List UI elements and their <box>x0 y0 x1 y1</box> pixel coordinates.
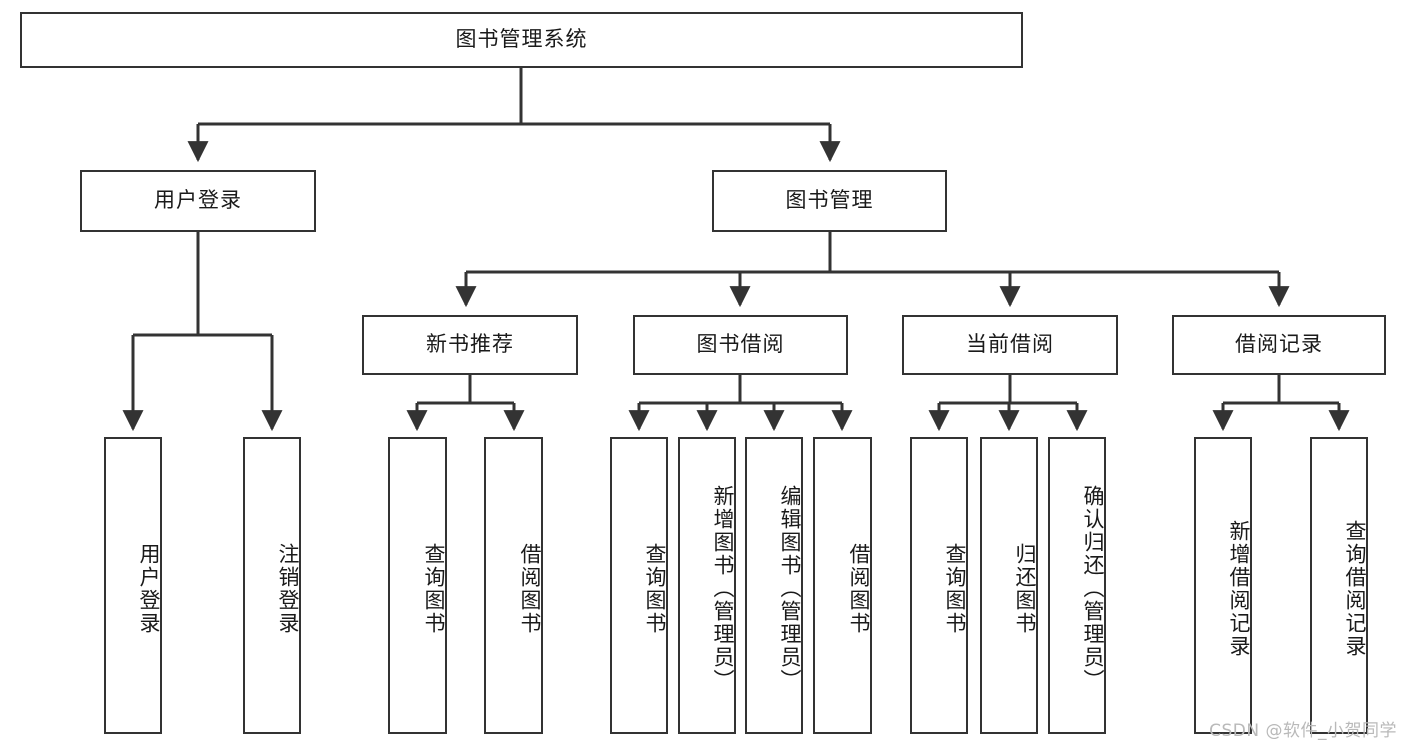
leaf-add-borrow-record[interactable]: 新增借阅记录 <box>1194 437 1252 734</box>
node-current-borrow-label: 当前借阅 <box>966 332 1054 357</box>
leaf-add-book-admin[interactable]: 新增图书（管理员） <box>678 437 736 734</box>
leaf-add-book-admin-label: 新增图书（管理员） <box>711 485 735 692</box>
node-current-borrow[interactable]: 当前借阅 <box>902 315 1118 375</box>
leaf-add-borrow-record-label: 新增借阅记录 <box>1227 519 1251 658</box>
leaf-user-login-label: 用户登录 <box>137 542 161 635</box>
node-borrow-records-label: 借阅记录 <box>1235 332 1323 357</box>
leaf-confirm-return-admin[interactable]: 确认归还（管理员） <box>1048 437 1106 734</box>
leaf-query-borrow-record[interactable]: 查询借阅记录 <box>1310 437 1368 734</box>
leaf-edit-book-admin[interactable]: 编辑图书（管理员） <box>745 437 803 734</box>
node-root[interactable]: 图书管理系统 <box>20 12 1023 68</box>
leaf-edit-book-admin-label: 编辑图书（管理员） <box>778 485 802 692</box>
leaf-confirm-return-admin-label: 确认归还（管理员） <box>1081 485 1105 692</box>
node-book-borrow-label: 图书借阅 <box>696 332 785 357</box>
node-new-book-recommend[interactable]: 新书推荐 <box>362 315 578 375</box>
leaf-user-login[interactable]: 用户登录 <box>104 437 162 734</box>
node-book-management[interactable]: 图书管理 <box>712 170 947 232</box>
leaf-borrow-book-new[interactable]: 借阅图书 <box>484 437 543 734</box>
node-user-login[interactable]: 用户登录 <box>80 170 316 232</box>
leaf-return-book[interactable]: 归还图书 <box>980 437 1038 734</box>
watermark-text: CSDN @软件_小贺同学 <box>1209 721 1397 741</box>
node-book-borrow[interactable]: 图书借阅 <box>633 315 848 375</box>
leaf-borrow-book-new-label: 借阅图书 <box>518 542 542 635</box>
leaf-query-book-new-label: 查询图书 <box>422 542 446 635</box>
leaf-query-book-current-label: 查询图书 <box>943 542 967 635</box>
leaf-logout[interactable]: 注销登录 <box>243 437 301 734</box>
node-borrow-records[interactable]: 借阅记录 <box>1172 315 1386 375</box>
leaf-query-book-current[interactable]: 查询图书 <box>910 437 968 734</box>
leaf-borrow-book-label: 借阅图书 <box>847 542 871 635</box>
leaf-return-book-label: 归还图书 <box>1013 542 1037 635</box>
node-user-login-label: 用户登录 <box>154 188 242 213</box>
leaf-query-book-new[interactable]: 查询图书 <box>388 437 447 734</box>
leaf-borrow-book[interactable]: 借阅图书 <box>813 437 872 734</box>
leaf-logout-label: 注销登录 <box>276 542 300 635</box>
leaf-query-book-borrow-label: 查询图书 <box>643 542 667 635</box>
node-new-book-recommend-label: 新书推荐 <box>426 332 514 357</box>
leaf-query-borrow-record-label: 查询借阅记录 <box>1343 519 1367 658</box>
node-root-label: 图书管理系统 <box>455 27 588 52</box>
leaf-query-book-borrow[interactable]: 查询图书 <box>610 437 668 734</box>
node-book-management-label: 图书管理 <box>785 188 874 213</box>
